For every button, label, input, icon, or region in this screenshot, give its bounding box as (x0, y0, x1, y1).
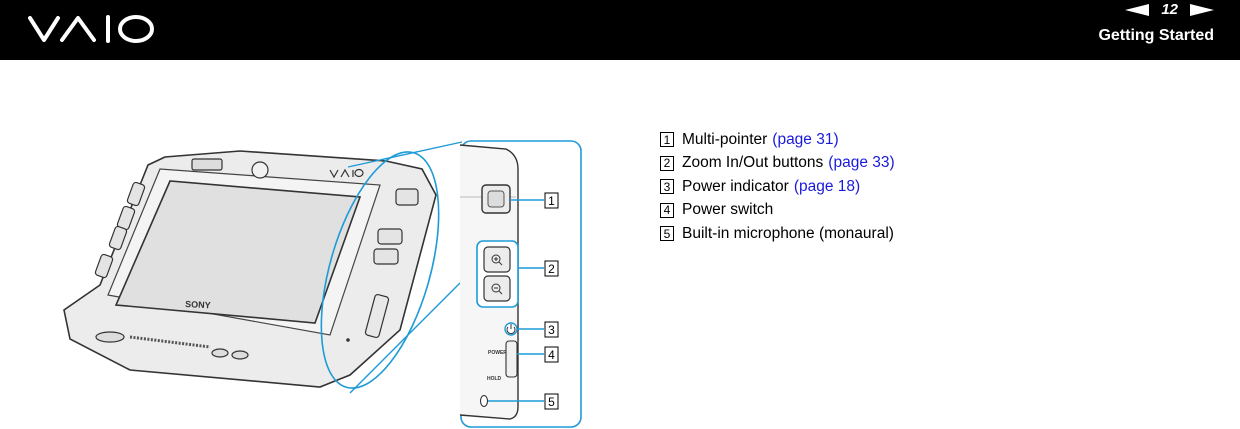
page-navigation: 12 (1125, 1, 1214, 18)
triangle-left-icon[interactable] (1125, 3, 1150, 16)
legend-text: Built-in microphone (monaural) (682, 224, 894, 242)
page-link[interactable]: (page 18) (793, 177, 861, 195)
legend-item: 5 Built-in microphone (monaural) (660, 222, 895, 246)
triangle-right-icon[interactable] (1190, 3, 1214, 16)
callout-5: 5 (544, 393, 559, 410)
hold-label: HOLD (487, 376, 502, 382)
callout-number: 3 (548, 323, 555, 337)
callout-number: 1 (548, 194, 555, 208)
legend-number: 2 (660, 155, 674, 171)
callout-3: 3 (544, 321, 559, 338)
legend-text: Zoom In/Out buttons (682, 154, 824, 172)
page-number: 12 (1161, 1, 1178, 18)
legend-text: Multi-pointer (682, 130, 768, 148)
device-illustration: SONY POWER HOLD 1 2 (63, 140, 582, 428)
legend-number: 4 (660, 202, 674, 218)
vaio-logo (28, 15, 154, 43)
callout-2: 2 (544, 260, 559, 277)
page-link[interactable]: (page 31) (772, 130, 839, 148)
legend-number: 3 (660, 179, 674, 195)
callout-number: 4 (548, 348, 555, 362)
callout-4: 4 (544, 346, 559, 363)
callout-1: 1 (544, 192, 559, 209)
callout-number: 5 (548, 395, 555, 409)
header-bar: 12 Getting Started (0, 0, 1240, 60)
legend-number: 5 (660, 226, 674, 242)
legend-item: 3 Power indicator (page 18) (660, 175, 895, 199)
legend-item: 2 Zoom In/Out buttons (page 33) (660, 152, 895, 176)
parts-legend: 1 Multi-pointer (page 31) 2 Zoom In/Out … (660, 128, 895, 246)
power-label: POWER (488, 350, 507, 356)
legend-item: 4 Power switch (660, 199, 895, 223)
legend-item: 1 Multi-pointer (page 31) (660, 128, 895, 152)
callout-number: 2 (548, 262, 555, 276)
sony-brand: SONY (185, 299, 211, 310)
legend-text: Power switch (682, 201, 774, 219)
section-title: Getting Started (1098, 27, 1214, 44)
legend-number: 1 (660, 132, 674, 148)
legend-text: Power indicator (682, 177, 789, 195)
page-link[interactable]: (page 33) (828, 154, 895, 172)
